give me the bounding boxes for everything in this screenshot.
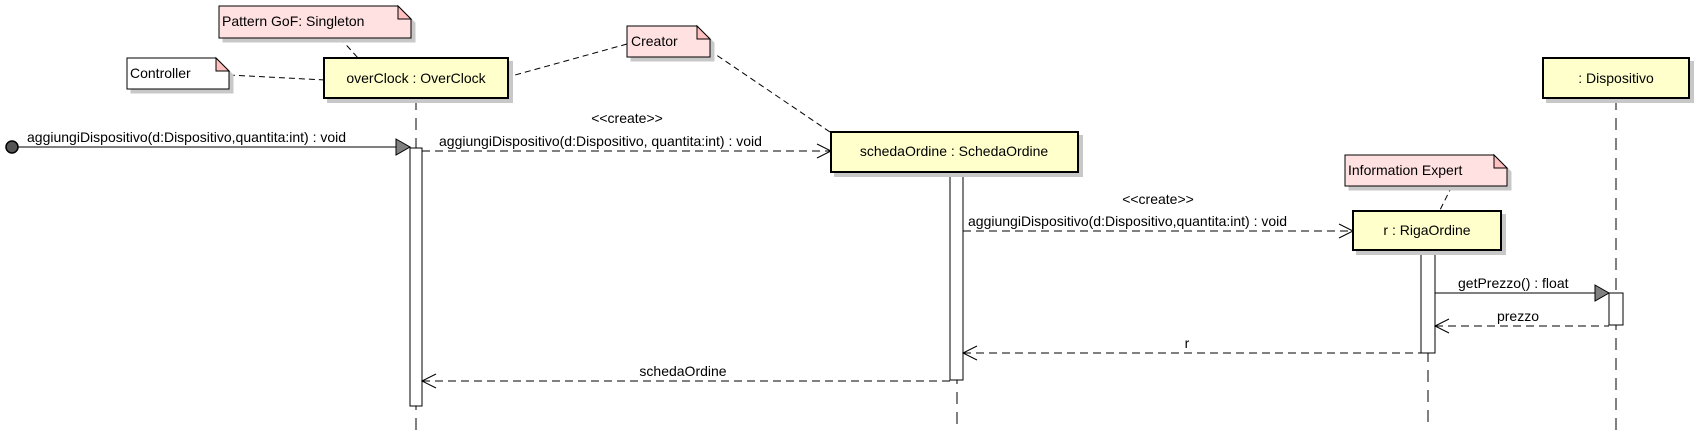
connector-expert (1439, 185, 1453, 211)
message-2-stereotype: <<create>> (591, 110, 663, 126)
return-prezzo-arrowhead (1433, 318, 1450, 334)
connector-controller (228, 74, 326, 81)
message-2-arrowhead (816, 143, 833, 159)
lifeline-heads: overClock : OverClock schedaOrdine : Sch… (323, 57, 1690, 251)
message-4-arrowhead (1594, 284, 1611, 302)
lifeline-overclock-label: overClock : OverClock (346, 70, 486, 86)
note-creator-text: Creator (631, 33, 678, 49)
message-create-riga[interactable]: <<create>> aggiungiDispositivo(d:Disposi… (963, 191, 1355, 239)
activations (409, 147, 1624, 407)
activation-riga (1420, 249, 1436, 354)
message-4-label: getPrezzo() : float (1458, 275, 1569, 291)
message-3-arrowhead (1338, 223, 1355, 239)
notes: Pattern GoF: Singleton Controller Creato… (126, 4, 1509, 187)
lifeline-dispositivo-label: : Dispositivo (1578, 70, 1654, 86)
return-scheda-arrowhead (420, 373, 437, 389)
message-get-prezzo[interactable]: getPrezzo() : float (1435, 275, 1611, 302)
activation-scheda (949, 171, 964, 381)
message-found-aggiungi[interactable]: aggiungiDispositivo(d:Dispositivo,quanti… (5, 129, 412, 156)
note-expert[interactable]: Information Expert (1344, 153, 1509, 187)
note-creator[interactable]: Creator (626, 24, 712, 58)
return-prezzo-label: prezzo (1497, 308, 1539, 324)
message-1-label: aggiungiDispositivo(d:Dispositivo,quanti… (27, 129, 346, 145)
note-singleton-text: Pattern GoF: Singleton (222, 13, 364, 29)
message-3-label: aggiungiDispositivo(d:Dispositivo,quanti… (968, 213, 1287, 229)
return-prezzo[interactable]: prezzo (1433, 308, 1609, 334)
activation-dispositivo (1608, 292, 1624, 326)
lifeline-riga-label: r : RigaOrdine (1383, 222, 1470, 238)
connector-singleton (339, 37, 359, 59)
return-r-arrowhead (961, 345, 978, 361)
lifeline-dispositivo[interactable]: : Dispositivo (1542, 57, 1690, 99)
found-arrowhead (395, 138, 412, 156)
lifeline-overclock[interactable]: overClock : OverClock (323, 57, 509, 99)
message-2-label: aggiungiDispositivo(d:Dispositivo, quant… (439, 133, 762, 149)
note-singleton[interactable]: Pattern GoF: Singleton (218, 4, 413, 39)
return-scheda-label: schedaOrdine (639, 363, 726, 379)
note-controller-text: Controller (130, 65, 191, 81)
message-create-scheda[interactable]: <<create>> aggiungiDispositivo(d:Disposi… (422, 110, 833, 159)
note-controller[interactable]: Controller (126, 56, 231, 90)
lifeline-scheda-label: schedaOrdine : SchedaOrdine (860, 143, 1049, 159)
note-expert-text: Information Expert (1348, 162, 1462, 178)
note-connectors (228, 37, 1453, 211)
message-3-stereotype: <<create>> (1122, 191, 1194, 207)
activation-overclock (409, 147, 423, 407)
connector-creator-overclock (514, 43, 628, 76)
lifeline-riga[interactable]: r : RigaOrdine (1352, 210, 1502, 251)
connector-creator-scheda (708, 49, 831, 133)
lifeline-scheda[interactable]: schedaOrdine : SchedaOrdine (830, 131, 1079, 173)
found-message-dot (5, 140, 19, 154)
return-r-label: r (1185, 335, 1190, 351)
return-scheda-ordine[interactable]: schedaOrdine (420, 363, 950, 389)
return-r[interactable]: r (961, 335, 1421, 361)
